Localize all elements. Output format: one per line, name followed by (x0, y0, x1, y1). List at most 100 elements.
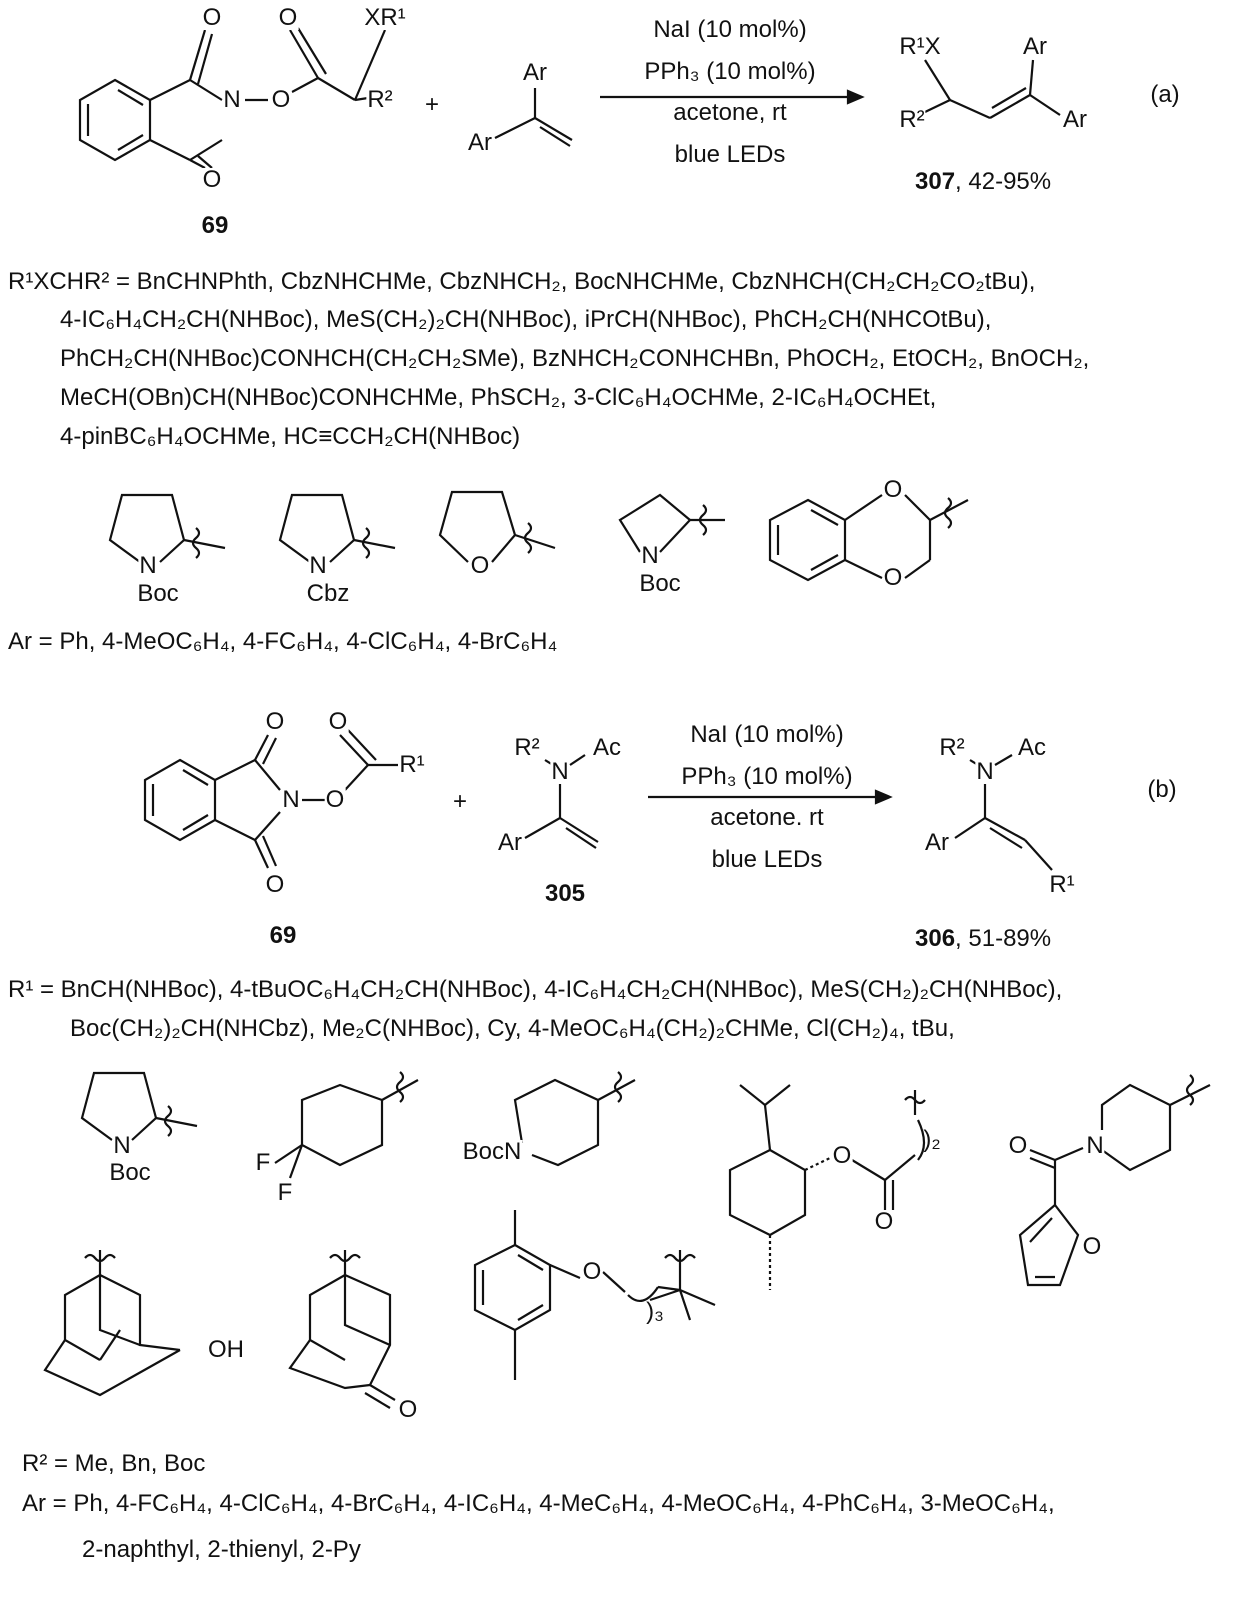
product-label-306: 306, 51-89% (915, 927, 1051, 951)
scheme-tag-b: (b) (1147, 776, 1177, 803)
chain-subscript: )₃ (646, 1298, 664, 1325)
furoyl-piperidinyl-b (1018, 1074, 1211, 1287)
atom-n: N (112, 1132, 132, 1159)
atom-o: O (201, 4, 223, 31)
difluorocyclohexyl-b (274, 1071, 419, 1179)
plus-sign: + (423, 91, 441, 118)
bocn-label: BocN (461, 1138, 523, 1165)
hydroxyl-label: OH (207, 1336, 245, 1363)
condition: blue LEDs (711, 846, 823, 873)
atom-n: N (1085, 1132, 1105, 1159)
product-306 (954, 754, 1053, 871)
atom-n: N (640, 542, 660, 569)
atom-o: O (270, 86, 292, 113)
cbz-pyrrolidine-a (278, 493, 396, 563)
condition: NaI (10 mol%) (653, 16, 807, 43)
atom-o: O (882, 564, 904, 591)
atom-r1: R¹ (1048, 871, 1076, 898)
boc-pyrrolidine-a (108, 493, 226, 563)
phthalimide-69-a (78, 27, 387, 169)
atom-o: O (264, 708, 286, 735)
yield: , 42-95% (955, 168, 1052, 195)
chain-subscript: )₂ (923, 1126, 941, 1153)
atom-o: O (831, 1142, 853, 1169)
dimethylphenoxy-b (473, 1210, 716, 1380)
boc-pyrrolidine-b (80, 1071, 198, 1141)
boc-label: Boc (136, 580, 180, 607)
condition: PPh₃ (10 mol%) (644, 58, 816, 85)
r-definition-line: R¹ = BnCH(NHBoc), 4-tBuOC₆H₄CH₂CH(NHBoc)… (8, 976, 1063, 1003)
compound-label-305: 305 (543, 880, 587, 907)
boc-label: Boc (108, 1159, 152, 1186)
atom-n: N (550, 758, 570, 785)
compound-label-69: 69 (200, 212, 230, 239)
atom-n: N (138, 552, 158, 579)
oxoadamantyl-b (288, 1250, 396, 1409)
atom-n: N (308, 552, 328, 579)
phthalimide-69-b (143, 729, 398, 869)
atom-r1x: R¹X (898, 33, 942, 60)
boc-piperidinyl-b (513, 1071, 636, 1167)
atom-o: O (324, 786, 346, 813)
cbz-label: Cbz (305, 580, 351, 607)
atom-n: N (222, 86, 242, 113)
atom-ac: Ac (591, 734, 623, 761)
atom-o: O (201, 166, 223, 193)
r-definition-line: Boc(CH₂)₂CH(NHCbz), Me₂C(NHBoc), Cy, 4-M… (70, 1015, 955, 1042)
atom-f: F (276, 1179, 294, 1206)
benzodioxane-a (768, 494, 969, 582)
atom-r2: R² (513, 734, 541, 761)
atom-ar: Ar (924, 829, 950, 856)
compound-label-69: 69 (268, 922, 298, 949)
atom-o: O (397, 1396, 419, 1423)
hydroxyadamantyl-b (43, 1250, 181, 1397)
boc-azetidine-a (618, 493, 725, 553)
atom-ar: Ar (522, 59, 548, 86)
ar-definition-line: 2-naphthyl, 2-thienyl, 2-Py (82, 1536, 361, 1563)
atom-r2: R² (366, 86, 394, 113)
alkene-a (494, 88, 573, 147)
r2-definition: R² = Me, Bn, Boc (22, 1450, 206, 1477)
atom-ar: Ar (1022, 33, 1048, 60)
compound-label-307: 307 (915, 168, 956, 195)
atom-n: N (975, 758, 995, 785)
atom-xr1: XR¹ (363, 4, 407, 31)
condition: acetone, rt (673, 99, 787, 126)
atom-o: O (1007, 1132, 1029, 1159)
enamide-305 (524, 754, 599, 849)
menthyl-ester-b (728, 1084, 926, 1290)
boc-label: Boc (638, 570, 682, 597)
atom-o: O (469, 552, 491, 579)
plus-sign: + (451, 788, 469, 815)
atom-n: N (281, 786, 301, 813)
condition: NaI (10 mol%) (690, 721, 844, 748)
scheme-tag-a: (a) (1150, 81, 1180, 108)
atom-o: O (327, 708, 349, 735)
ar-definition: Ar = Ph, 4-MeOC₆H₄, 4-FC₆H₄, 4-ClC₆H₄, 4… (8, 628, 558, 655)
atom-r1: R¹ (398, 751, 426, 778)
atom-ar: Ar (1062, 106, 1088, 133)
atom-f: F (254, 1149, 272, 1176)
atom-o: O (1081, 1233, 1103, 1260)
r-definition-line: MeCH(OBn)CH(NHBoc)CONHCHMe, PhSCH₂, 3-Cl… (60, 384, 937, 411)
compound-label-306: 306 (915, 925, 956, 952)
r-definition-line: R¹XCHR² = BnCHNPhth, CbzNHCHMe, CbzNHCH₂… (8, 268, 1036, 295)
atom-r2: R² (938, 734, 966, 761)
atom-ar: Ar (497, 829, 523, 856)
atom-o: O (873, 1208, 895, 1235)
r-definition-line: 4-IC₆H₄CH₂CH(NHBoc), MeS(CH₂)₂CH(NHBoc),… (60, 306, 992, 333)
r-definition-line: PhCH₂CH(NHBoc)CONHCH(CH₂CH₂SMe), BzNHCH₂… (60, 345, 1090, 372)
product-label-307: 307, 42-95% (915, 170, 1051, 194)
atom-o: O (581, 1258, 603, 1285)
r-definition-line: 4-pinBC₆H₄OCHMe, HC≡CCH₂CH(NHBoc) (60, 423, 521, 450)
ar-definition-line: Ar = Ph, 4-FC₆H₄, 4-ClC₆H₄, 4-BrC₆H₄, 4-… (22, 1490, 1055, 1517)
condition: acetone. rt (710, 804, 824, 831)
atom-ar: Ar (467, 129, 493, 156)
atom-o: O (277, 4, 299, 31)
atom-ac: Ac (1016, 734, 1048, 761)
yield: , 51-89% (955, 925, 1052, 952)
atom-o: O (882, 476, 904, 503)
product-307 (924, 59, 1061, 120)
condition: PPh₃ (10 mol%) (681, 763, 853, 790)
